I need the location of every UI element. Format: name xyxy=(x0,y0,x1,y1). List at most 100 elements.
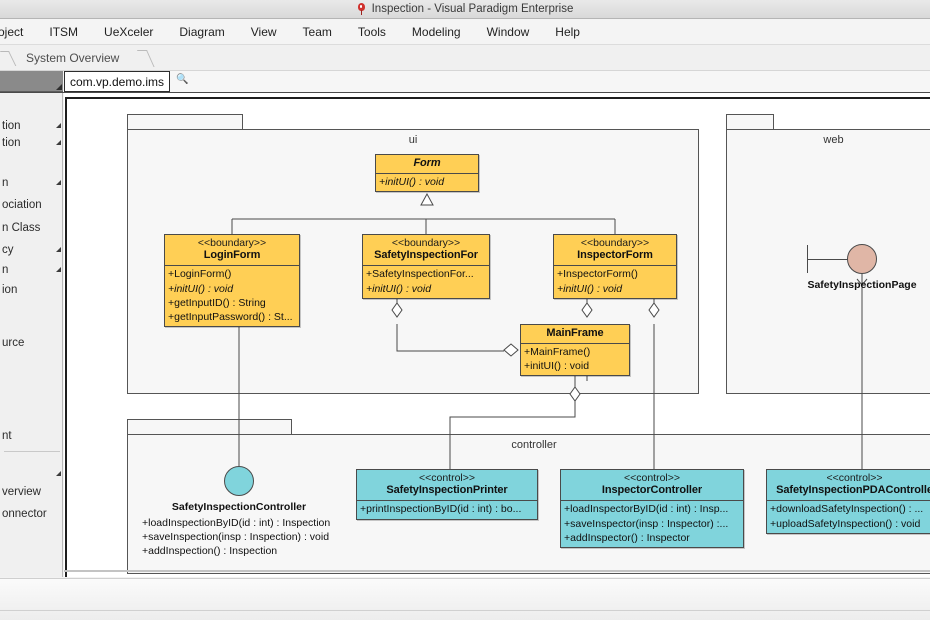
class-operations: +downloadSafetyInspection() : ... +uploa… xyxy=(767,501,930,532)
class-form[interactable]: Form +initUI() : void xyxy=(375,154,479,193)
operation: +LoginForm() xyxy=(168,268,232,281)
operation: +getInputPassword() : St... xyxy=(168,310,293,323)
menu-item-itsm[interactable]: ITSM xyxy=(49,24,79,39)
breadcrumb-chevron-icon xyxy=(0,51,8,65)
class-safetyinspectionform[interactable]: <<boundary>> SafetyInspectionFor +Safety… xyxy=(362,234,490,299)
menu-item-tools[interactable]: Tools xyxy=(357,24,386,39)
expander-icon[interactable] xyxy=(56,180,61,185)
class-stereotype: <<control>> xyxy=(826,472,883,484)
class-name: MainFrame xyxy=(546,327,604,339)
class-operations: +SafetyInspectionFor... +initUI() : void xyxy=(363,266,489,297)
class-name: InspectorForm xyxy=(577,249,653,262)
expander-icon[interactable] xyxy=(56,247,61,252)
menu-item-help[interactable]: Help xyxy=(555,24,580,39)
class-operations: +initUI() : void xyxy=(376,174,478,191)
diagram-canvas-viewport[interactable]: ui web controller xyxy=(64,93,930,577)
status-bar-divider xyxy=(0,610,930,611)
aggregation-diamond-icon xyxy=(391,302,660,402)
expander-icon[interactable] xyxy=(56,140,61,145)
breadcrumb-item-system-overview[interactable]: System Overview xyxy=(26,50,120,65)
palette-item-association[interactable]: n xyxy=(0,176,62,190)
package-tab-controller xyxy=(127,419,292,435)
class-safetyinspectionpdacontroller[interactable]: <<control>> SafetyInspectionPDAControlle… xyxy=(766,469,930,534)
class-mainframe[interactable]: MainFrame +MainFrame() +initUI() : void xyxy=(520,324,630,377)
operation: +loadInspectionByID(id : int) : Inspecti… xyxy=(142,517,331,529)
class-name: InspectorController xyxy=(601,484,703,497)
class-operations: +loadInspectorByID(id : int) : Insp... +… xyxy=(561,501,743,547)
interface-label-safetyinspectionpage: SafetyInspectionPage xyxy=(807,279,917,291)
interface-safetyinspectionpage[interactable] xyxy=(847,244,877,274)
operation: +saveInspection(insp : Inspection) : voi… xyxy=(142,530,330,543)
menu-item-project[interactable]: Project xyxy=(0,24,24,39)
operation: +addInspection() : Inspection xyxy=(142,544,278,557)
operation: +saveInspector(insp : Inspector) :... xyxy=(564,517,729,530)
palette-item-containment[interactable]: ion xyxy=(2,284,18,296)
operation: +initUI() : void xyxy=(168,282,234,295)
interface-label-safetyinspectioncontroller: SafetyInspectionController xyxy=(171,501,307,513)
palette-item-comment[interactable]: nt xyxy=(2,430,12,442)
pin-icon xyxy=(357,3,366,15)
class-stereotype: <<boundary>> xyxy=(391,237,461,249)
palette-collapse-button[interactable] xyxy=(0,71,63,92)
palette-item-composition[interactable]: n xyxy=(0,263,62,277)
package-bar: com.vp.demo.ims 🔍 xyxy=(0,71,930,93)
menu-item-uexceler[interactable]: UeXceler xyxy=(104,24,154,39)
class-loginform[interactable]: <<boundary>> LoginForm +LoginForm() +ini… xyxy=(164,234,300,328)
class-name: Form xyxy=(413,157,441,169)
class-safetyinspectionprinter[interactable]: <<control>> SafetyInspectionPrinter +pri… xyxy=(356,469,538,520)
palette-item-dependency[interactable]: cy xyxy=(0,243,62,257)
operation: +downloadSafetyInspection() : ... xyxy=(770,503,924,516)
operation: +addInspector() : Inspector xyxy=(564,531,690,544)
expander-icon[interactable] xyxy=(56,123,61,128)
class-name: LoginForm xyxy=(203,249,261,262)
class-header: <<control>> SafetyInspectionPrinter xyxy=(357,470,537,502)
palette-item-resource[interactable]: urce xyxy=(2,337,25,349)
package-label-controller: controller xyxy=(511,439,557,451)
class-header: <<boundary>> LoginForm xyxy=(165,235,299,267)
palette-item-generalization[interactable]: tion xyxy=(0,119,62,133)
operation: +printInspectionByID(id : int) : bo... xyxy=(360,503,522,516)
operation: +initUI() : void xyxy=(379,175,445,188)
menu-item-window[interactable]: Window xyxy=(486,24,530,39)
class-operations: +InspectorForm() +initUI() : void xyxy=(554,266,676,297)
menu-item-modeling[interactable]: Modeling xyxy=(411,24,461,39)
class-stereotype: <<boundary>> xyxy=(197,237,267,249)
breadcrumb: System Overview xyxy=(0,45,930,71)
class-stereotype: <<control>> xyxy=(418,472,476,484)
class-header: Form xyxy=(376,155,478,174)
palette-item-association-class[interactable]: n Class xyxy=(2,222,41,234)
diagram-palette: tion tion n ociation n Class cy n ion xyxy=(0,93,63,577)
breadcrumb-arrow-icon xyxy=(137,50,146,66)
class-inspectorform[interactable]: <<boundary>> InspectorForm +InspectorFor… xyxy=(553,234,677,299)
diagram-canvas[interactable]: ui web controller xyxy=(65,97,930,577)
menu-bar: Project ITSM UeXceler Diagram View Team … xyxy=(0,19,930,45)
connector-layer xyxy=(231,192,868,469)
class-header: <<boundary>> SafetyInspectionFor xyxy=(363,235,489,267)
class-stereotype: <<boundary>> xyxy=(580,237,650,249)
menu-item-view[interactable]: View xyxy=(250,24,277,39)
palette-group-expander[interactable] xyxy=(0,467,62,481)
palette-item-system-overview[interactable]: verview xyxy=(2,486,41,498)
magnifier-icon[interactable]: 🔍 xyxy=(176,74,189,85)
operation: +InspectorForm() xyxy=(557,268,638,281)
canvas-bottom-edge xyxy=(64,570,930,572)
class-name: SafetyInspectionFor xyxy=(374,249,478,262)
class-header: <<control>> SafetyInspectionPDAControlle xyxy=(767,470,930,502)
package-tab-web xyxy=(726,114,774,130)
package-label-ui: ui xyxy=(408,134,418,146)
expander-icon[interactable] xyxy=(56,267,61,272)
package-web[interactable]: web xyxy=(726,129,930,394)
menu-item-team[interactable]: Team xyxy=(302,24,332,39)
package-name-field[interactable]: com.vp.demo.ims xyxy=(64,71,171,92)
palette-item-realization[interactable]: tion xyxy=(0,136,62,150)
generalization-arrow-icon xyxy=(420,192,434,206)
class-operations: +MainFrame() +initUI() : void xyxy=(521,344,629,375)
expander-icon[interactable] xyxy=(56,471,61,476)
palette-divider xyxy=(4,451,60,452)
class-inspectorcontroller[interactable]: <<control>> InspectorController +loadIns… xyxy=(560,469,744,548)
palette-item-aggregation[interactable]: ociation xyxy=(2,199,42,211)
palette-item-anchor-connector[interactable]: onnector xyxy=(2,508,47,520)
operation: +getInputID() : String xyxy=(168,296,266,309)
interface-safetyinspectioncontroller[interactable] xyxy=(224,466,254,496)
menu-item-diagram[interactable]: Diagram xyxy=(179,24,225,39)
